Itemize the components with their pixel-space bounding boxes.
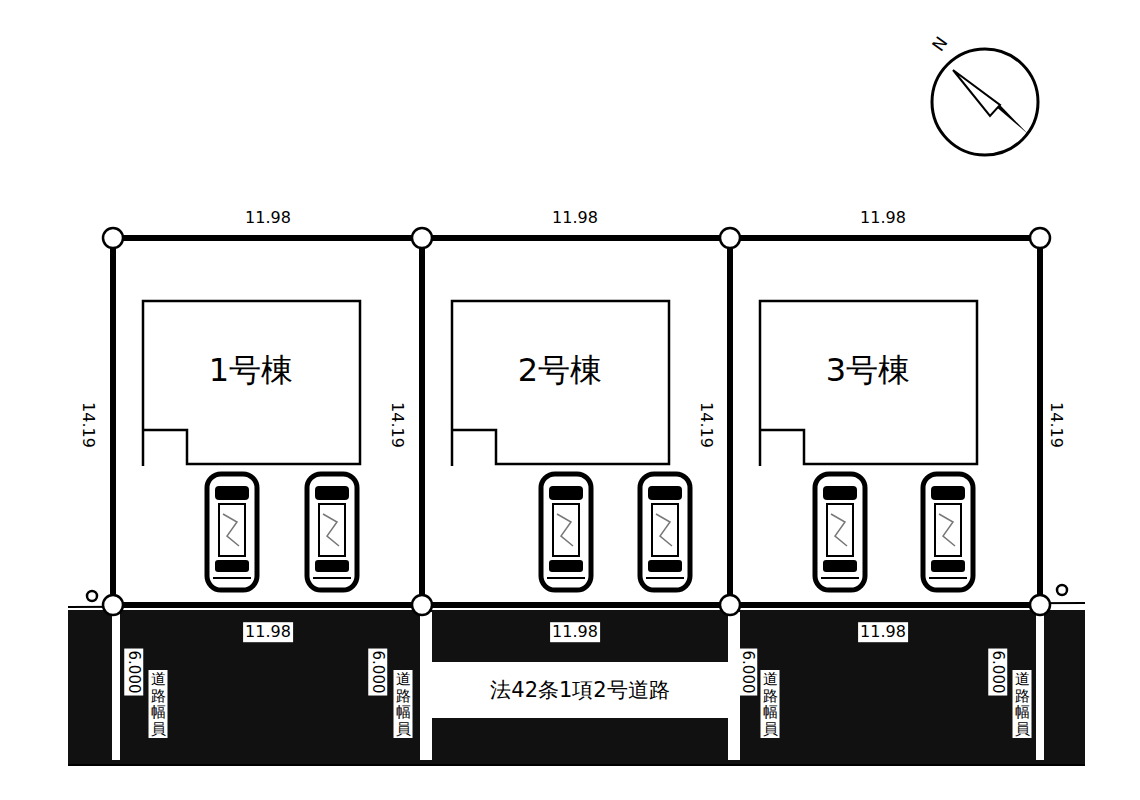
dimension-text: 11.98 bbox=[245, 209, 291, 227]
road-band bbox=[68, 610, 1085, 765]
north-mark: N bbox=[929, 33, 952, 54]
dimension-text: 6.000 bbox=[369, 649, 388, 696]
dimension-text: 11.98 bbox=[858, 622, 908, 642]
building-name: 1号棟 bbox=[209, 349, 293, 393]
dimension-text: 11.98 bbox=[860, 209, 906, 227]
dimension-text: 6.000 bbox=[125, 649, 144, 696]
road-width-caption: 道路幅員 bbox=[761, 670, 780, 738]
boundary-pins bbox=[87, 228, 1067, 615]
road-width-caption: 道路幅員 bbox=[1013, 670, 1032, 738]
dimension-text: 11.98 bbox=[552, 209, 598, 227]
building-name: 2号棟 bbox=[518, 349, 602, 393]
car-symbols bbox=[207, 474, 973, 590]
building-name: 3号棟 bbox=[826, 349, 910, 393]
road-width-caption: 道路幅員 bbox=[149, 670, 168, 738]
road-label: 法42条1項2号道路 bbox=[432, 662, 728, 718]
building-outline: 1号棟 bbox=[140, 298, 362, 466]
dimension-text: 14.19 bbox=[697, 402, 715, 448]
building-outline: 3号棟 bbox=[757, 298, 979, 466]
building-outline: 2号棟 bbox=[449, 298, 671, 466]
lot-lines bbox=[113, 238, 1040, 605]
dimension-text: 11.98 bbox=[243, 622, 293, 642]
dimension-text: 14.19 bbox=[1047, 402, 1065, 448]
road-name: 法42条1項2号道路 bbox=[490, 676, 669, 704]
dimension-strips bbox=[112, 612, 1044, 760]
north-compass bbox=[932, 49, 1038, 155]
dimension-text: 14.19 bbox=[79, 402, 97, 448]
road-width-caption: 道路幅員 bbox=[394, 670, 413, 738]
dimension-text: 14.19 bbox=[388, 402, 406, 448]
dimension-text: 11.98 bbox=[550, 622, 600, 642]
dimension-text: 6.000 bbox=[989, 649, 1008, 696]
dimension-text: 6.000 bbox=[739, 649, 758, 696]
